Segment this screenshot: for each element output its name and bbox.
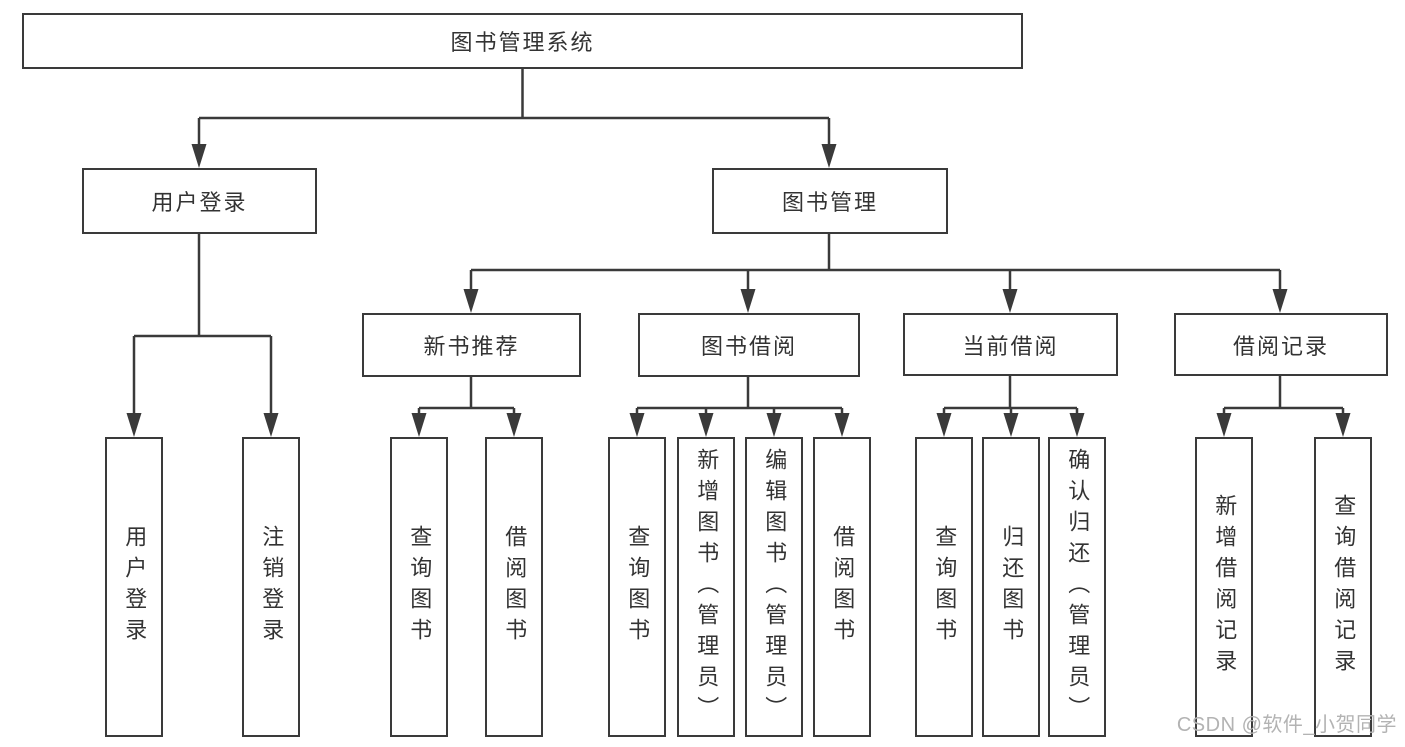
arrowheads-borrowing-leaves (629, 413, 850, 437)
node-label: 用户登录 (151, 190, 248, 215)
node-library-system: 图书管理系统 (22, 13, 1023, 69)
leaf-label: 借阅图书 (830, 525, 856, 649)
connector-newbook-to-leaves (417, 376, 516, 415)
node-label: 借阅记录 (1232, 333, 1329, 359)
leaf-label: 确认归还（管理员） (1065, 447, 1091, 727)
arrowheads-level2 (191, 144, 837, 168)
node-book-borrowing: 图书借阅 (638, 313, 860, 377)
leaf-user-login: 用户登录 (105, 437, 163, 737)
leaf-label: 借阅图书 (502, 525, 528, 649)
connector-current-to-leaves (942, 375, 1079, 415)
connector-records-to-leaves (1222, 375, 1345, 415)
leaf-label: 查询借阅记录 (1331, 494, 1357, 680)
connector-bookmgmt-to-level3 (469, 233, 1282, 291)
connector-borrowing-to-leaves (635, 376, 844, 415)
node-label: 当前借阅 (962, 333, 1059, 359)
watermark: CSDN @软件_小贺同学 (1176, 714, 1397, 736)
leaf-label: 查询图书 (407, 525, 433, 649)
connector-userlogin-to-leaves (132, 233, 273, 415)
leaf-query-books-recommend: 查询图书 (390, 437, 448, 737)
node-label: 图书管理 (781, 190, 878, 215)
arrowheads-level3 (463, 289, 1288, 313)
node-label: 新书推荐 (423, 334, 520, 359)
leaf-add-borrow-record: 新增借阅记录 (1195, 437, 1253, 737)
arrowheads-newbook-leaves (411, 413, 522, 437)
leaf-edit-book-admin: 编辑图书（管理员） (745, 437, 803, 737)
node-label: 图书借阅 (700, 334, 797, 359)
leaf-logout: 注销登录 (242, 437, 300, 737)
leaf-label: 归还图书 (999, 525, 1025, 649)
leaf-label: 查询图书 (932, 525, 958, 649)
leaf-query-borrow-record: 查询借阅记录 (1314, 437, 1372, 737)
node-current-borrowing: 当前借阅 (903, 313, 1118, 376)
leaf-query-books-borrowing: 查询图书 (608, 437, 666, 737)
leaf-borrow-books-recommend: 借阅图书 (485, 437, 543, 737)
node-label: 图书管理系统 (450, 30, 595, 55)
leaf-label: 新增借阅记录 (1212, 494, 1238, 680)
leaf-label: 查询图书 (625, 525, 651, 649)
leaf-label: 注销登录 (259, 525, 285, 649)
arrowheads-records-leaves (1216, 413, 1351, 437)
leaf-borrow-books-borrowing: 借阅图书 (813, 437, 871, 737)
node-user-login: 用户登录 (82, 168, 317, 234)
leaf-confirm-return-admin: 确认归还（管理员） (1048, 437, 1106, 737)
node-new-book-recommendation: 新书推荐 (362, 313, 581, 377)
leaf-label: 新增图书（管理员） (694, 447, 720, 727)
node-borrowing-records: 借阅记录 (1174, 313, 1388, 376)
leaf-label: 编辑图书（管理员） (762, 447, 788, 727)
leaf-label: 用户登录 (122, 525, 148, 649)
leaf-add-book-admin: 新增图书（管理员） (677, 437, 735, 737)
leaf-query-books-current: 查询图书 (915, 437, 973, 737)
arrowheads-userlogin-leaves (126, 413, 279, 437)
leaf-return-books: 归还图书 (982, 437, 1040, 737)
node-book-management: 图书管理 (712, 168, 948, 234)
connector-root-to-level2 (197, 68, 831, 146)
arrowheads-current-leaves (936, 413, 1085, 437)
